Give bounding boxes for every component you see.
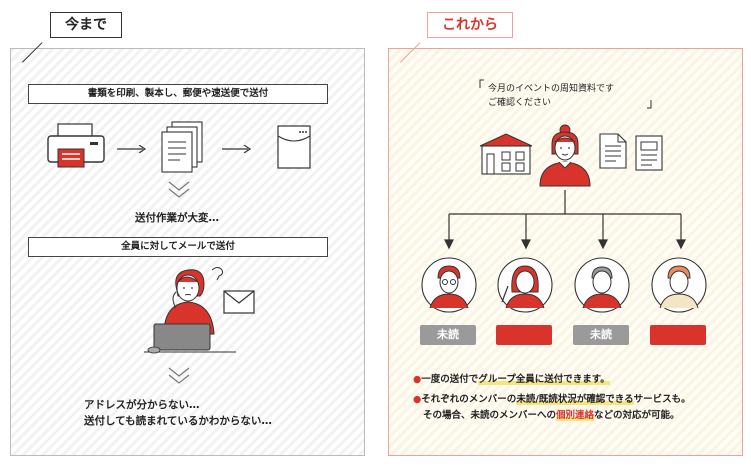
double-chevron-down-icon (166, 180, 192, 202)
notice-bubble: 今月のイベントの周知資料です ご確認ください (478, 78, 653, 118)
bubble-bracket (478, 78, 653, 118)
distribution-arrows (440, 188, 690, 250)
sender-avatar (536, 122, 594, 188)
benefit-1: ●一度の送付でグループ全員に送付できます。 (413, 372, 691, 388)
member-avatar-3 (573, 256, 631, 314)
member-avatar-1 (420, 256, 478, 314)
benefit-2: ●それぞれのメンバーの未読/既読状況が確認できるサービスも。 (413, 392, 691, 408)
arrow-right-icon (222, 145, 252, 153)
caption-not-read: 送付しても読まれているかわからない… (84, 413, 272, 429)
member-avatar-4 (650, 256, 708, 314)
caption-work-heavy: 送付作業が大変… (135, 210, 219, 226)
building-icon (478, 132, 534, 176)
before-tag: 今まで (50, 12, 122, 38)
benefits-list: ●一度の送付でグループ全員に送付できます。 ●それぞれのメンバーの未読/既読状況… (413, 372, 691, 424)
status-badge-read: 既読 (650, 325, 706, 345)
double-chevron-down-icon (166, 366, 192, 388)
member-avatar-2 (496, 256, 554, 314)
document-stack-icon (160, 120, 206, 174)
email-bar: 全員に対してメールで送付 (28, 237, 328, 257)
caption-address-unknown: アドレスが分からない… (84, 397, 200, 413)
benefit-2-cont: その場合、未読のメンバーへの個別連絡などの対応が可能。 (413, 408, 691, 424)
mail-icon (223, 290, 255, 314)
status-badge-unread: 未読 (420, 325, 476, 345)
arrow-right-icon (117, 145, 147, 153)
document-icon (598, 132, 628, 170)
status-badge-unread: 未読 (573, 325, 629, 345)
status-badge-read: 既読 (496, 325, 552, 345)
document-icon (634, 134, 664, 172)
envelope-icon (276, 124, 312, 170)
print-mail-bar: 書類を印刷、製本し、郵便や速送便で送付 (28, 84, 328, 104)
printer-icon (44, 122, 110, 170)
after-tag: これから (427, 12, 513, 38)
